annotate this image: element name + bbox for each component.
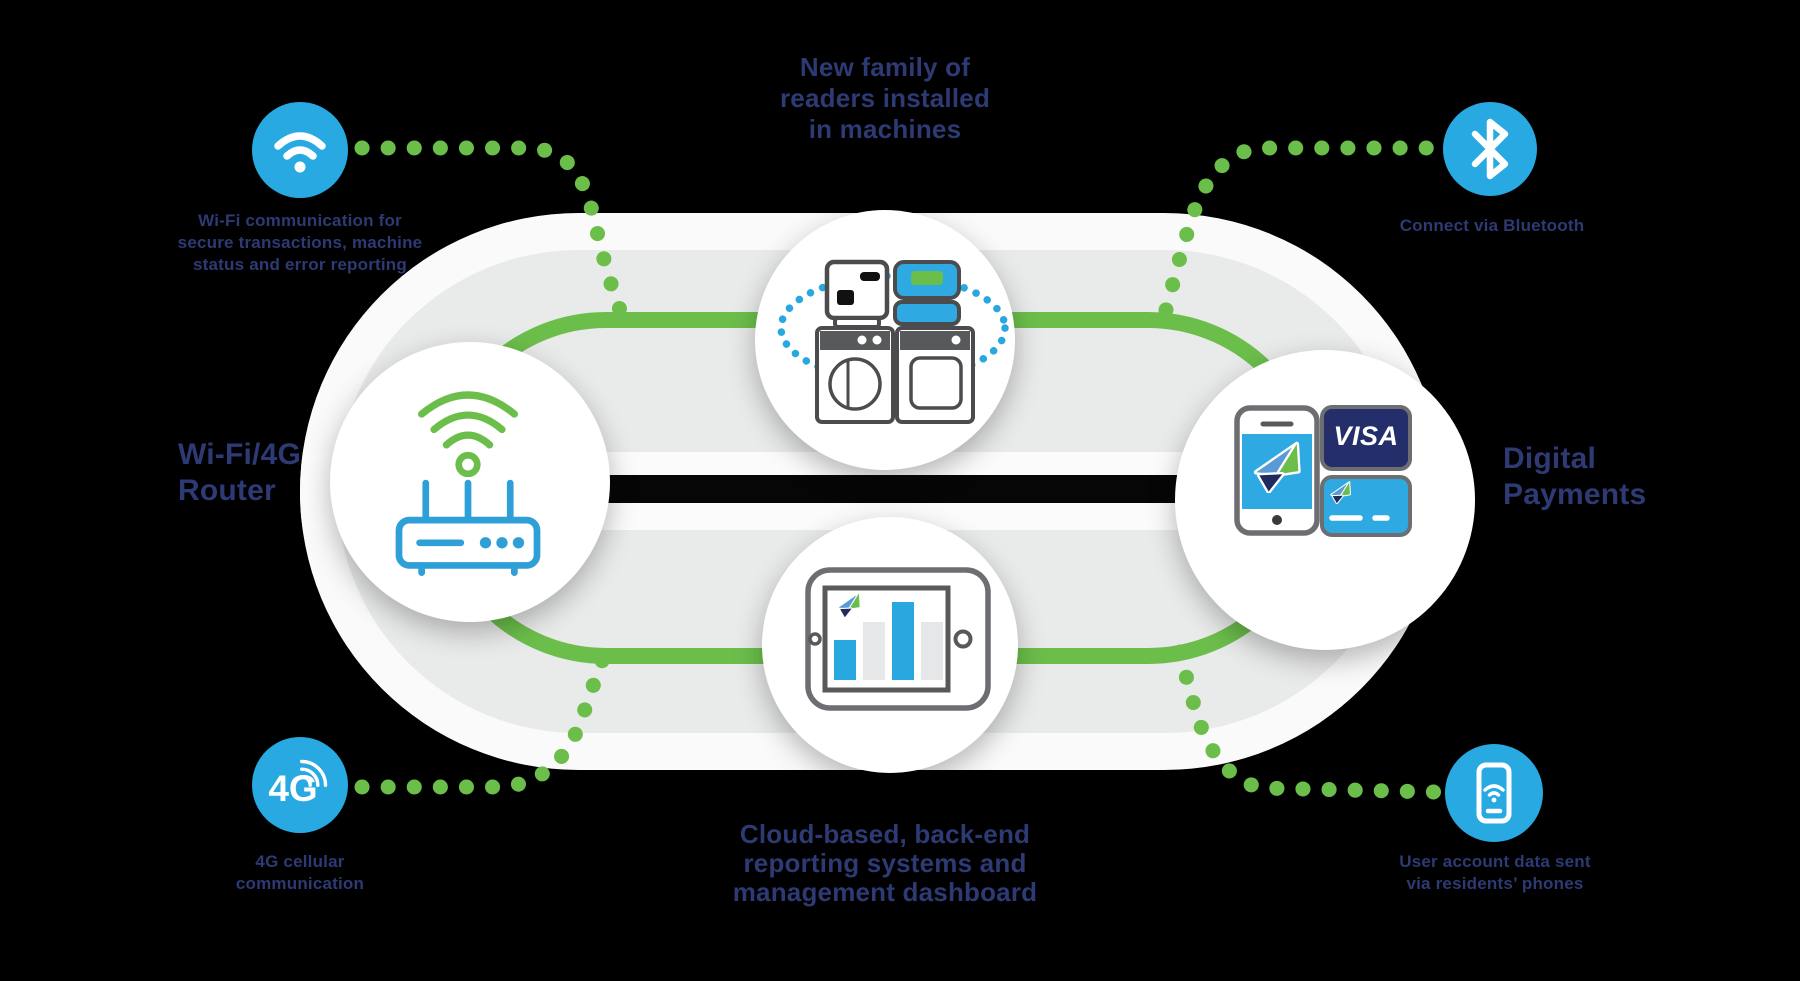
dashboard-bar <box>892 602 914 680</box>
dotted-path-phone <box>1172 644 1444 800</box>
brand-logo-blue-card <box>1330 481 1351 504</box>
washer-icon <box>815 326 895 424</box>
user-phone-callout-label: User account data sent via residents’ ph… <box>1399 852 1591 893</box>
payments-node-circle <box>1175 350 1475 650</box>
router-node-circle <box>330 342 610 622</box>
dashboard-bar <box>834 640 856 680</box>
4g-badge-text: 4G <box>268 768 318 809</box>
wifi-callout-label: Wi-Fi communication for secure transacti… <box>177 211 423 274</box>
bluetooth-callout-label: Connect via Bluetooth <box>1399 216 1585 235</box>
center-slot-bar <box>577 475 1190 503</box>
dotted-path-bluetooth <box>1158 140 1438 318</box>
wifi-icon <box>274 132 326 173</box>
digital-payments-label: Digital Payments <box>1503 442 1647 511</box>
resident-phone-badge <box>1445 744 1543 842</box>
brand-logo-tablet <box>837 592 861 618</box>
router-icon <box>395 391 541 577</box>
visa-card-label: VISA <box>1333 421 1399 451</box>
machines-node-circle <box>755 210 1015 470</box>
wifi-badge <box>252 102 348 198</box>
dashboard-bar-chart <box>834 600 944 680</box>
brand-logo-phone-screen <box>1251 441 1303 493</box>
4g-badge: 4G <box>252 737 348 833</box>
readers-label: New family of readers installed in machi… <box>779 52 991 144</box>
router-label: Wi-Fi/4G Router <box>178 438 301 507</box>
mobile-phone-icon <box>1476 762 1512 824</box>
blue-reader-icon <box>893 260 961 326</box>
visa-card-icon <box>1320 405 1412 471</box>
digital-payments-icon <box>1234 405 1412 537</box>
4g-callout-label: 4G cellular communication <box>235 852 365 893</box>
machines-icon <box>777 259 1009 424</box>
cellular-signal-icon <box>300 759 328 787</box>
dotted-path-wifi <box>354 140 628 318</box>
dashboard-bar <box>921 622 943 680</box>
dryer-icon <box>895 326 975 424</box>
bluetooth-badge <box>1443 102 1537 196</box>
cloud-dashboard-label: Cloud-based, back-end reporting systems … <box>732 819 1038 907</box>
dotted-path-4g <box>354 642 614 795</box>
dashboard-bar <box>863 622 885 680</box>
card-reader-icon <box>824 259 890 329</box>
bluetooth-icon <box>1471 118 1509 180</box>
